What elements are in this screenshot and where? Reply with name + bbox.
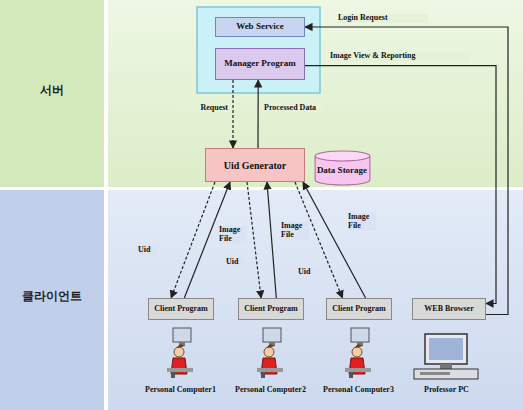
edge-label: Uid (298, 268, 316, 277)
pc-icon (414, 334, 478, 379)
edge-label: Uid (226, 258, 246, 267)
computer-label: Professor PC (424, 385, 469, 394)
process-box: Manager Program (215, 48, 305, 80)
computer-label: Personal Computer3 (323, 385, 394, 394)
node-label: Client Program (244, 305, 297, 314)
connector-arrow (232, 80, 233, 148)
node-label: Uid Generator (224, 160, 287, 171)
connector-arrow (257, 80, 258, 148)
edge-label: Processed Data (264, 104, 324, 113)
band-area (108, 0, 523, 187)
client-band: 클라이언트 Client Program Client Program Client … (0, 190, 523, 410)
computer-label: Personal Computer1 (145, 385, 216, 394)
band-label: 서버 (0, 84, 104, 97)
edge-label: Image File (219, 226, 247, 244)
person-icon (167, 328, 371, 378)
server-band: 서버 Web ServiceManager ProgramUid Generato… (0, 0, 523, 187)
node-label: Client Program (332, 305, 385, 314)
connector-arrow (267, 182, 276, 298)
edge-label: Image File (281, 222, 309, 240)
node-label: Data Storage (317, 166, 367, 176)
connector-arrow (305, 66, 496, 304)
client-box: Client Program (148, 298, 214, 320)
edge-label: Request (176, 104, 228, 113)
edge-label: Image File (348, 213, 376, 231)
band-area (108, 190, 523, 410)
connector-arrow (295, 182, 343, 298)
process-box: Uid Generator (205, 148, 305, 182)
node-label: Manager Program (224, 59, 295, 69)
node-label: Client Program (154, 305, 207, 314)
connector-arrow (247, 182, 261, 298)
connector-arrow (171, 182, 215, 298)
band-label: 클라이언트 (0, 290, 104, 303)
edge-label: Image View & Reporting (330, 52, 470, 61)
node-label: Web Service (236, 22, 284, 32)
computer-label: Personal Computer2 (235, 385, 306, 394)
edge-label: Login Request (338, 14, 428, 23)
band-cell (0, 0, 104, 187)
client-box: Client Program (238, 298, 304, 320)
edge-label: Uid (138, 246, 158, 255)
browser-box: WEB Browser (412, 298, 486, 320)
client-box: Client Program (326, 298, 392, 320)
band-cell (0, 190, 104, 410)
connector-arrow (305, 27, 508, 315)
connector-arrow (303, 182, 366, 298)
storage-cylinder: Data Storage (314, 150, 371, 186)
process-box: Web Service (215, 17, 305, 37)
node-label: WEB Browser (424, 305, 473, 314)
